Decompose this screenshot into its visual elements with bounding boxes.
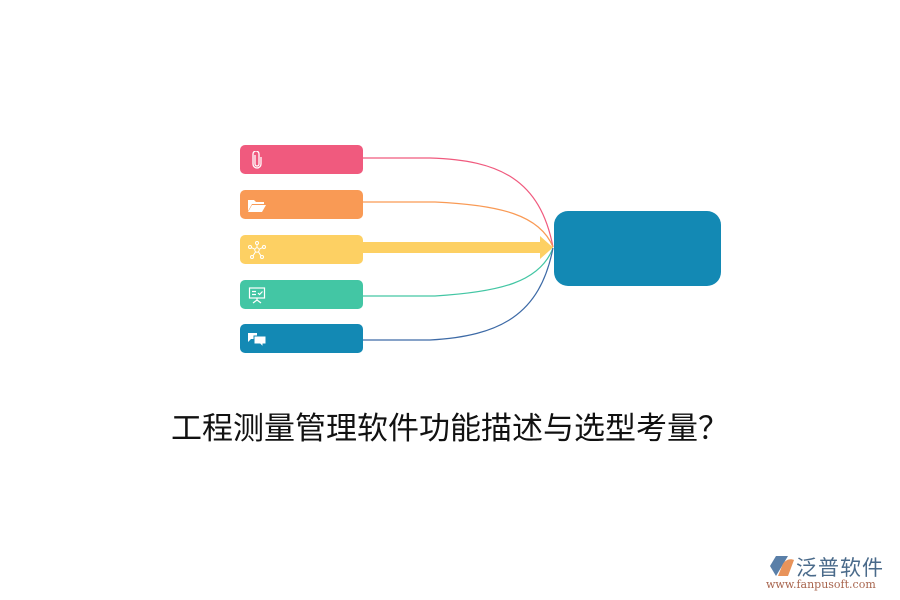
paperclip-icon xyxy=(246,150,268,170)
node-chat[interactable] xyxy=(240,324,363,353)
page-title: 工程测量管理软件功能描述与选型考量？ xyxy=(171,411,729,447)
brand-url: www.fanpusoft.com xyxy=(766,578,876,591)
hub-node[interactable] xyxy=(554,211,721,286)
network-icon xyxy=(246,240,268,260)
brand-logo[interactable]: 泛普软件 www.fanpusoft.com xyxy=(766,552,896,592)
brand-name: 泛普软件 xyxy=(796,556,884,580)
chat-bubbles-icon xyxy=(246,329,268,349)
node-attachment[interactable] xyxy=(240,145,363,174)
folder-open-icon xyxy=(246,195,268,215)
node-presentation[interactable] xyxy=(240,280,363,309)
presentation-board-icon xyxy=(246,285,268,305)
node-network[interactable] xyxy=(240,235,363,264)
fanpu-logo-icon xyxy=(770,556,794,576)
node-folder[interactable] xyxy=(240,190,363,219)
